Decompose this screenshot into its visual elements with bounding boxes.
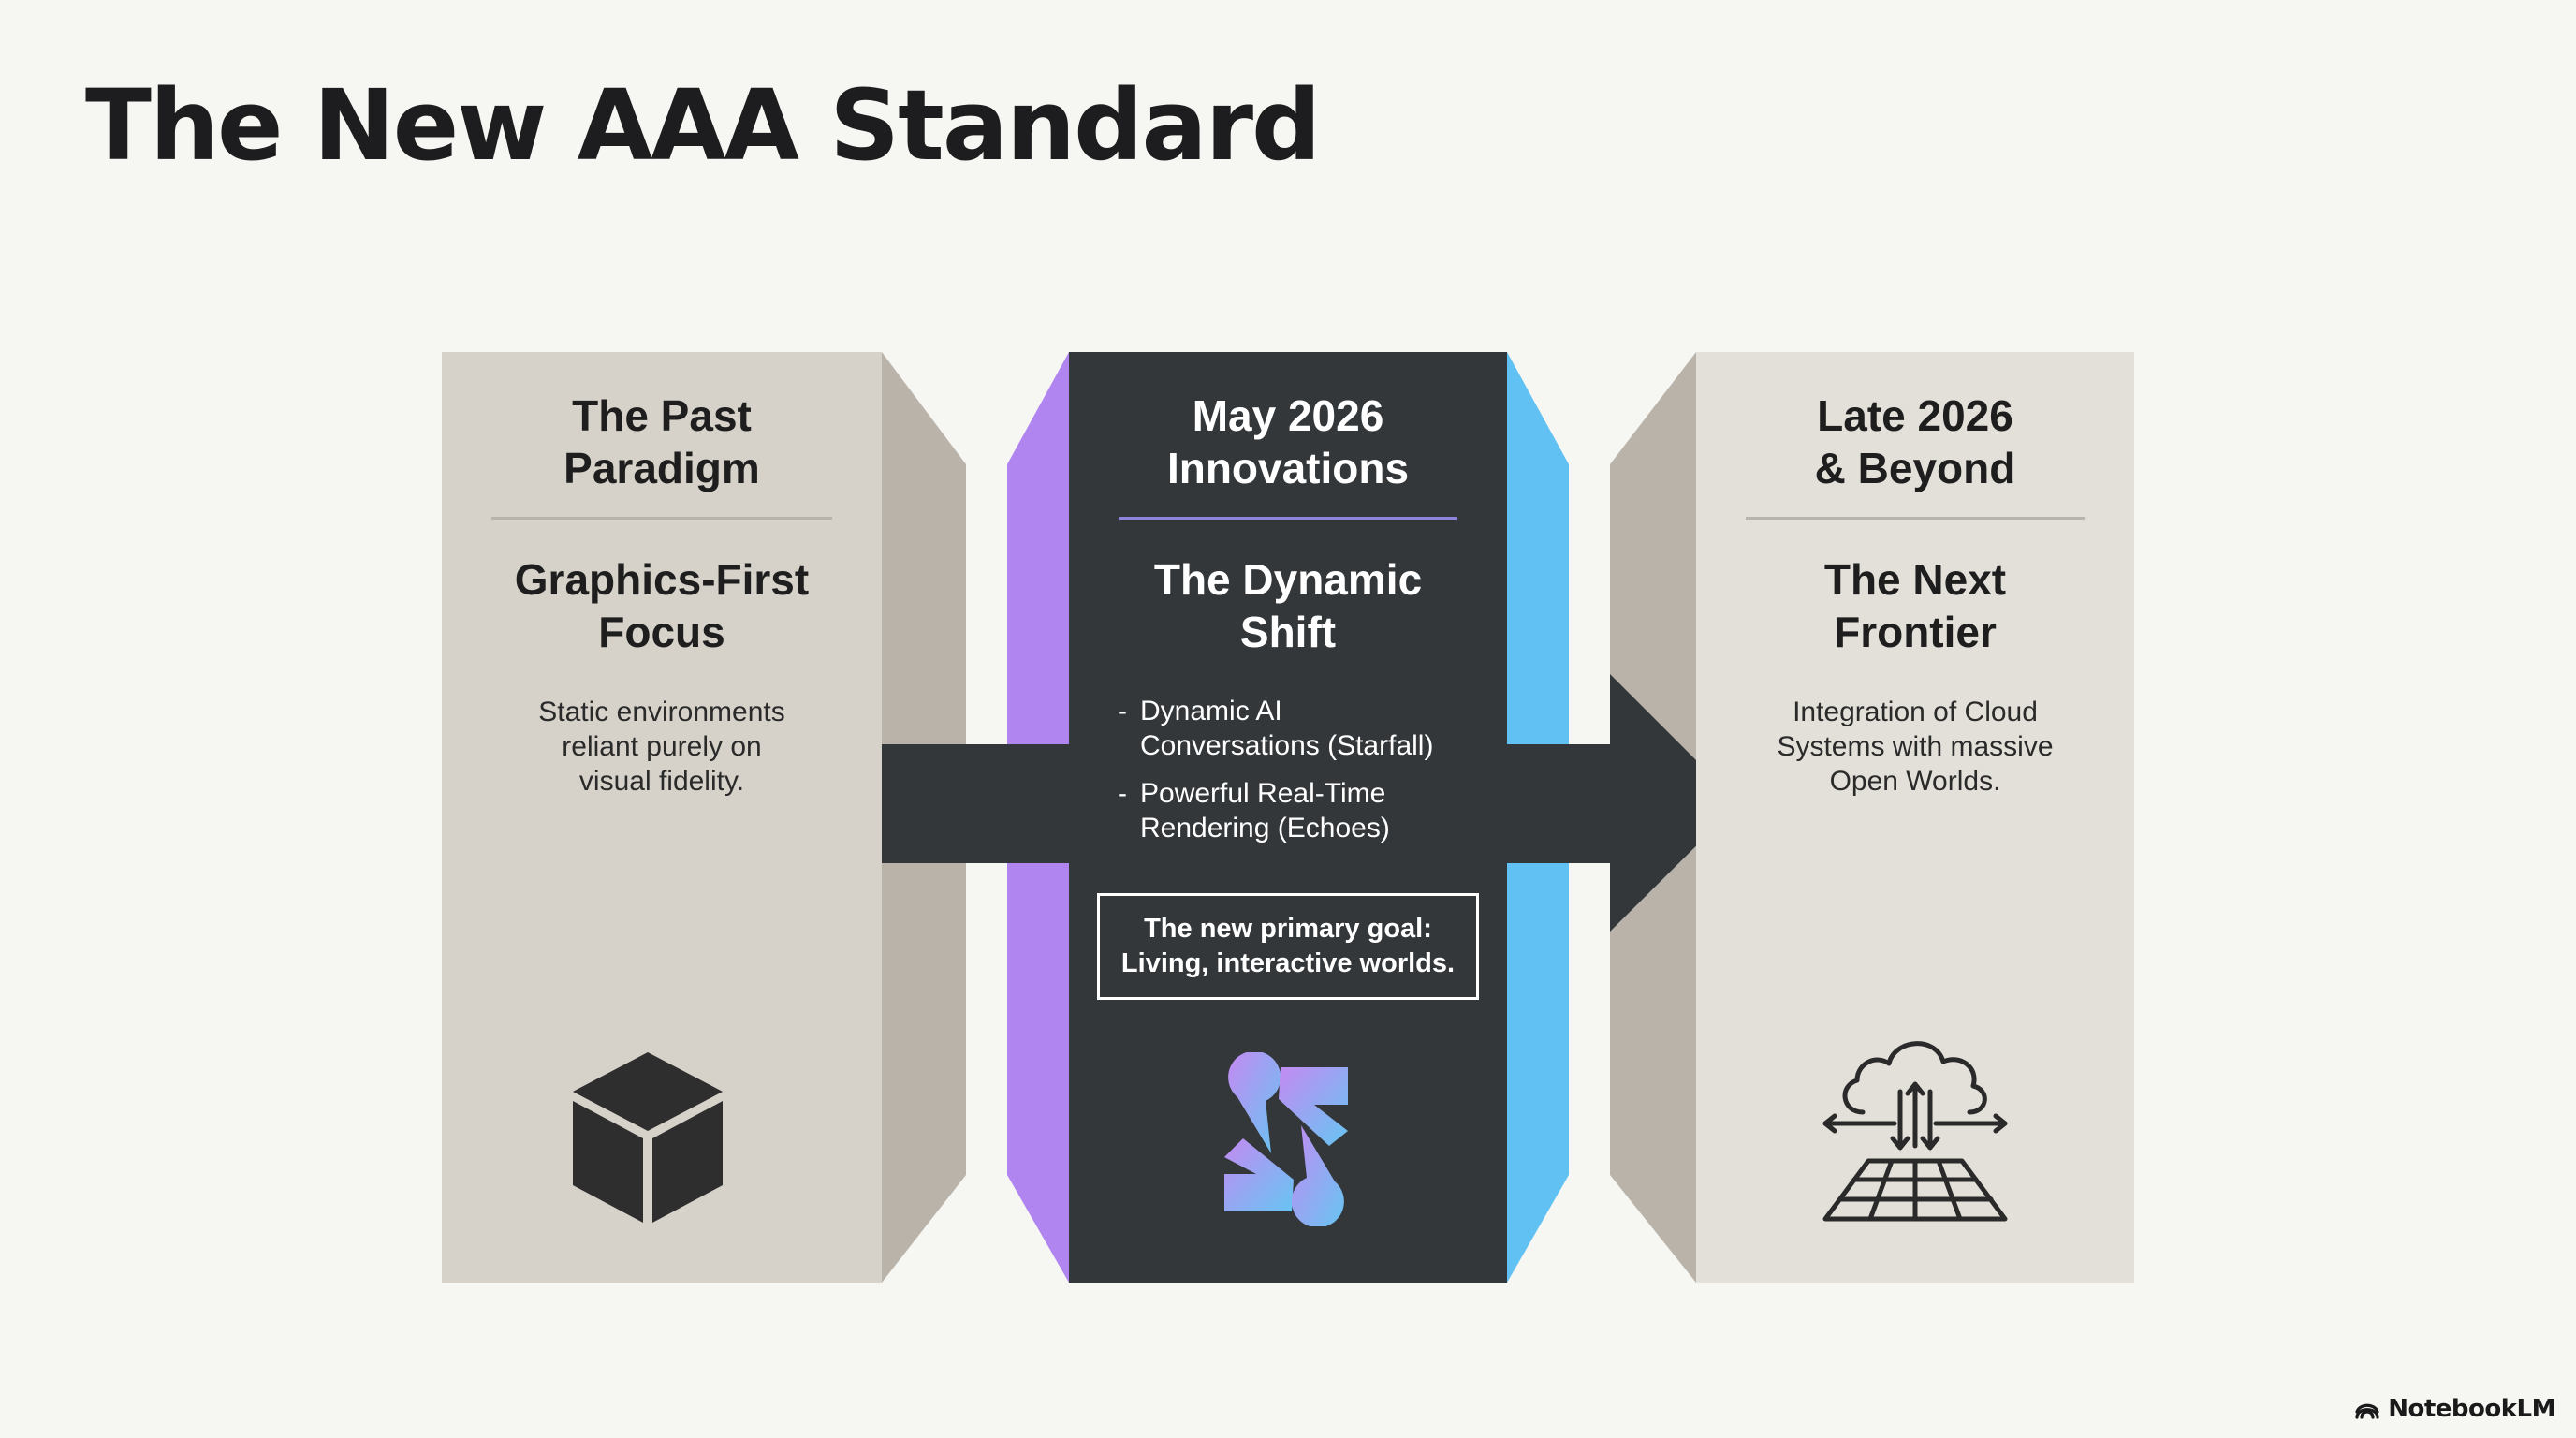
page-title: The New AAA Standard [85,68,1321,183]
now-bullet-list: - Dynamic AI Conversations (Starfall) - … [1118,694,1494,858]
past-description-line: visual fidelity. [578,766,745,797]
future-divider [1746,517,2085,520]
now-era-line1: May 2026 [1192,391,1384,440]
bullet-dash: - [1118,778,1127,809]
future-heading-line2: Frontier [1834,608,1997,656]
future-panel: Late 2026 & Beyond The Next Frontier Int… [1696,352,2134,1283]
now-era-line2: Innovations [1166,444,1410,492]
past-divider [491,517,832,520]
bullet-line: Dynamic AI [1140,696,1282,726]
future-heading: The Next Frontier [1715,553,2115,658]
notebooklm-logo-icon [2355,1403,2379,1419]
bullet-line: Rendering (Echoes) [1140,813,1390,844]
dynamic-shapes-icon [1224,1052,1348,1226]
primary-goal-line1: The new primary goal: [1144,914,1432,944]
future-era-line2: & Beyond [1814,444,2016,492]
future-era-title: Late 2026 & Beyond [1724,389,2106,494]
now-panel: May 2026 Innovations The Dynamic Shift -… [1069,352,1507,1283]
past-era-line2: Paradigm [564,444,760,492]
bullet-dash: - [1118,696,1127,726]
past-description-line: Static environments [538,697,785,727]
future-heading-line1: The Next [1823,555,2007,604]
now-heading-line1: The Dynamic [1153,555,1423,604]
now-era-title: May 2026 Innovations [1097,389,1479,494]
brand-name: NotebookLM [2388,1395,2555,1423]
bullet-line: Conversations (Starfall) [1140,730,1434,761]
now-bullet-item: - Powerful Real-Time Rendering (Echoes) [1118,776,1494,845]
primary-goal-callout: The new primary goal: Living, interactiv… [1097,893,1479,1000]
past-panel: The Past Paradigm Graphics-First Focus S… [442,352,882,1283]
past-era-line1: The Past [572,391,752,440]
future-description-line: Integration of Cloud [1793,697,2038,727]
now-bullet-item: - Dynamic AI Conversations (Starfall) [1118,694,1494,763]
primary-goal-line2: Living, interactive worlds. [1120,948,1456,978]
now-heading: The Dynamic Shift [1088,553,1488,658]
past-description: Static environments reliant purely on vi… [479,695,844,799]
bullet-line: Powerful Real-Time [1140,778,1386,809]
past-heading: Graphics-First Focus [461,553,863,658]
future-era-line1: Late 2026 [1817,391,2013,440]
now-heading-line2: Shift [1239,608,1337,656]
cube-icon [573,1052,723,1223]
past-description-line: reliant purely on [562,731,762,762]
cloud-grid-icon [1822,1041,2008,1222]
past-era-title: The Past Paradigm [470,389,854,494]
future-description-line: Systems with massive [1777,731,2054,762]
brand-logo: NotebookLM [2354,1395,2555,1423]
now-divider [1119,517,1457,520]
past-heading-line1: Graphics-First [514,555,810,604]
future-description: Integration of Cloud Systems with massiv… [1734,695,2097,799]
future-description-line: Open Worlds. [1829,766,2001,797]
past-heading-line2: Focus [598,608,725,656]
